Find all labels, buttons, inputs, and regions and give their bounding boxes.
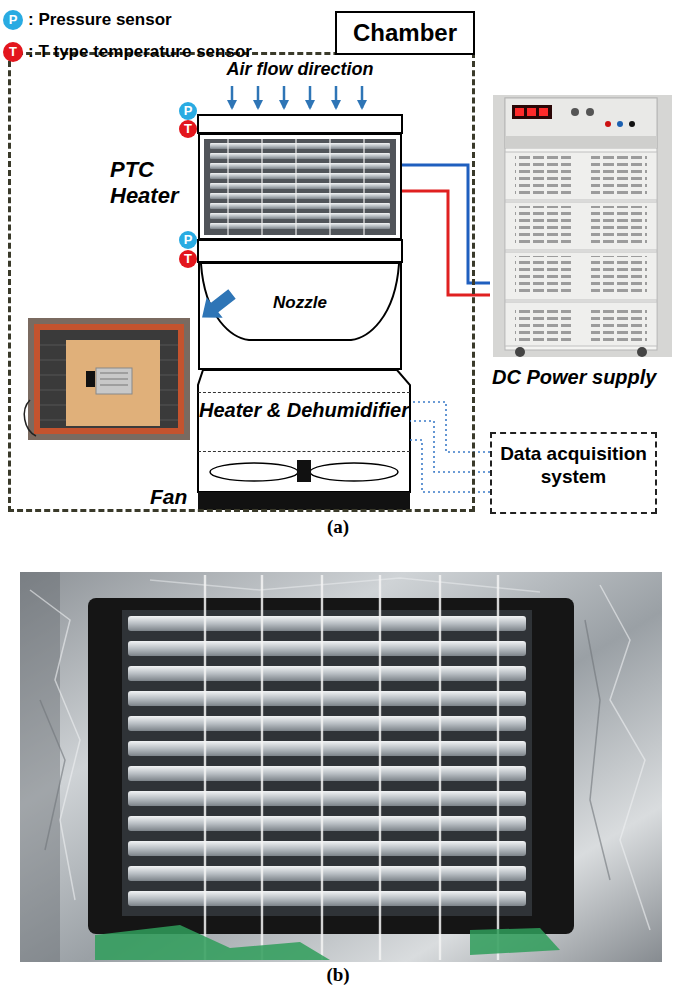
probe-marker: T	[179, 250, 197, 268]
node-text: Data acquisition system	[492, 434, 655, 496]
node-text: T	[179, 250, 197, 268]
legend-text: : Pressure sensor	[28, 10, 172, 30]
panel-letter: (b)	[288, 964, 388, 986]
node-text: T	[179, 120, 197, 138]
legend-letter: P	[3, 10, 23, 30]
power-wire	[402, 191, 490, 295]
legend-letter: T	[3, 42, 23, 62]
conditioning-section: Heater & Dehumidifier	[198, 392, 410, 452]
legend-entry: : T type temperature sensor	[3, 42, 252, 62]
node-text: Heater & Dehumidifier	[198, 393, 410, 422]
legend-text: : T type temperature sensor	[28, 42, 252, 62]
node-text: PTC Heater	[110, 157, 194, 209]
power-wire	[402, 165, 490, 283]
heater-side-photo	[24, 318, 190, 440]
legend-entry: : Pressure sensor	[3, 10, 172, 30]
pointer-arrow	[194, 284, 240, 328]
test-chamber: PTPTC HeaterPTNozzleHeater & Dehumidifie…	[8, 52, 475, 512]
flow-arrows	[232, 86, 362, 108]
node-text: P	[179, 102, 197, 120]
logger-box: Data acquisition system	[490, 432, 657, 514]
heating-element-section: PTC Heater	[198, 133, 402, 240]
panel-letter: (a)	[288, 516, 388, 538]
contraction-section: Nozzle	[198, 262, 402, 370]
node-text: P	[179, 231, 197, 249]
wind-tunnel	[198, 115, 410, 510]
blower-blades	[198, 460, 410, 510]
probe-marker: P	[179, 102, 197, 120]
probe-marker: P	[179, 231, 197, 249]
power-unit: DC Power supply	[490, 95, 672, 387]
blower-zone: Fan	[198, 455, 410, 510]
node-text: Chamber	[335, 11, 475, 55]
power-unit-photo	[493, 95, 672, 357]
node-text: Nozzle	[200, 292, 400, 313]
node-text: DC Power supply	[492, 365, 674, 389]
node-text: Fan	[150, 485, 194, 509]
signal-line	[410, 440, 490, 492]
flow-label: Air flow direction	[180, 58, 420, 80]
heater-closeup-photo	[20, 572, 662, 962]
heating-element-photo	[204, 139, 396, 235]
probe-marker: T	[179, 120, 197, 138]
